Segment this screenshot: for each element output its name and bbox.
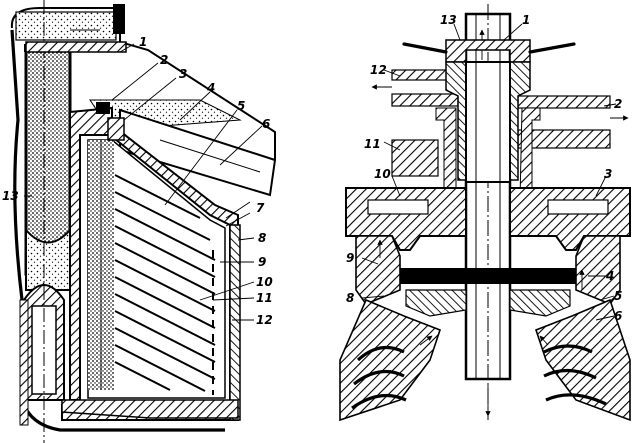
right-label-1: 1 (522, 13, 530, 27)
left-block-2 (96, 102, 110, 114)
left-top-cap (113, 4, 125, 34)
right-label-8: 8 (346, 291, 354, 305)
right-pipe-11 (391, 139, 439, 177)
right-handle-left (402, 42, 448, 54)
right-label-2: 2 (614, 97, 622, 111)
right-disc-lower-r (509, 289, 571, 317)
left-fins (114, 174, 216, 392)
left-leader-lines (24, 43, 263, 321)
right-diagram: 1 2 3 4 5 6 7 8 9 10 11 12 13 (339, 4, 631, 422)
right-cone-right (535, 298, 631, 422)
right-cone-left (339, 298, 441, 422)
right-shaft-over-housing (465, 61, 511, 183)
left-outer-wall (10, 29, 225, 432)
left-bottom-base (61, 399, 239, 419)
left-label-5: 5 (237, 99, 245, 113)
left-label-10: 10 (256, 275, 273, 289)
left-lower-left-wall (19, 299, 29, 426)
right-blades-right (543, 344, 607, 406)
left-label-3: 3 (179, 67, 187, 81)
left-label-2: 2 (160, 53, 168, 67)
right-label-4: 4 (605, 269, 614, 283)
right-flange-slot-l (367, 199, 429, 215)
right-blades-left (351, 345, 407, 410)
right-pipe-2 (517, 95, 611, 109)
right-neck-left (355, 235, 401, 305)
right-flow-arrows (377, 239, 585, 346)
left-top-reservoir (15, 11, 117, 41)
right-label-10: 10 (374, 167, 391, 181)
right-label-12: 12 (370, 63, 387, 77)
right-leader-lines (361, 23, 617, 321)
left-bristle-column (88, 140, 114, 390)
left-label-6: 6 (262, 117, 270, 131)
right-label-13: 13 (440, 13, 457, 27)
left-label-7: 7 (256, 201, 265, 215)
right-flange-slot-r (547, 199, 609, 215)
right-label-6: 6 (614, 309, 622, 323)
left-diagram: 1 2 3 4 5 6 7 8 9 10 11 12 13 (2, 0, 277, 443)
right-label-3: 3 (604, 167, 612, 181)
left-side-strip (229, 224, 241, 421)
left-block-3 (107, 117, 125, 141)
left-outer-casing (10, 7, 276, 160)
right-label-11: 11 (364, 137, 381, 151)
right-label-9: 9 (346, 251, 354, 265)
right-label-5: 5 (614, 289, 622, 303)
left-label-4: 4 (206, 81, 215, 95)
left-label-13: 13 (2, 189, 19, 203)
left-plate-line (159, 139, 261, 173)
left-label-1: 1 (139, 35, 147, 49)
left-label-8: 8 (258, 231, 266, 245)
right-disc-lower (405, 289, 467, 317)
right-pipe-12-lower (391, 93, 459, 107)
right-label-7: 7 (476, 269, 485, 283)
left-label-9: 9 (258, 255, 266, 269)
left-label-12: 12 (256, 313, 273, 327)
left-top-plate (25, 41, 127, 53)
left-label-11: 11 (256, 291, 273, 305)
right-handle-right (528, 42, 576, 54)
